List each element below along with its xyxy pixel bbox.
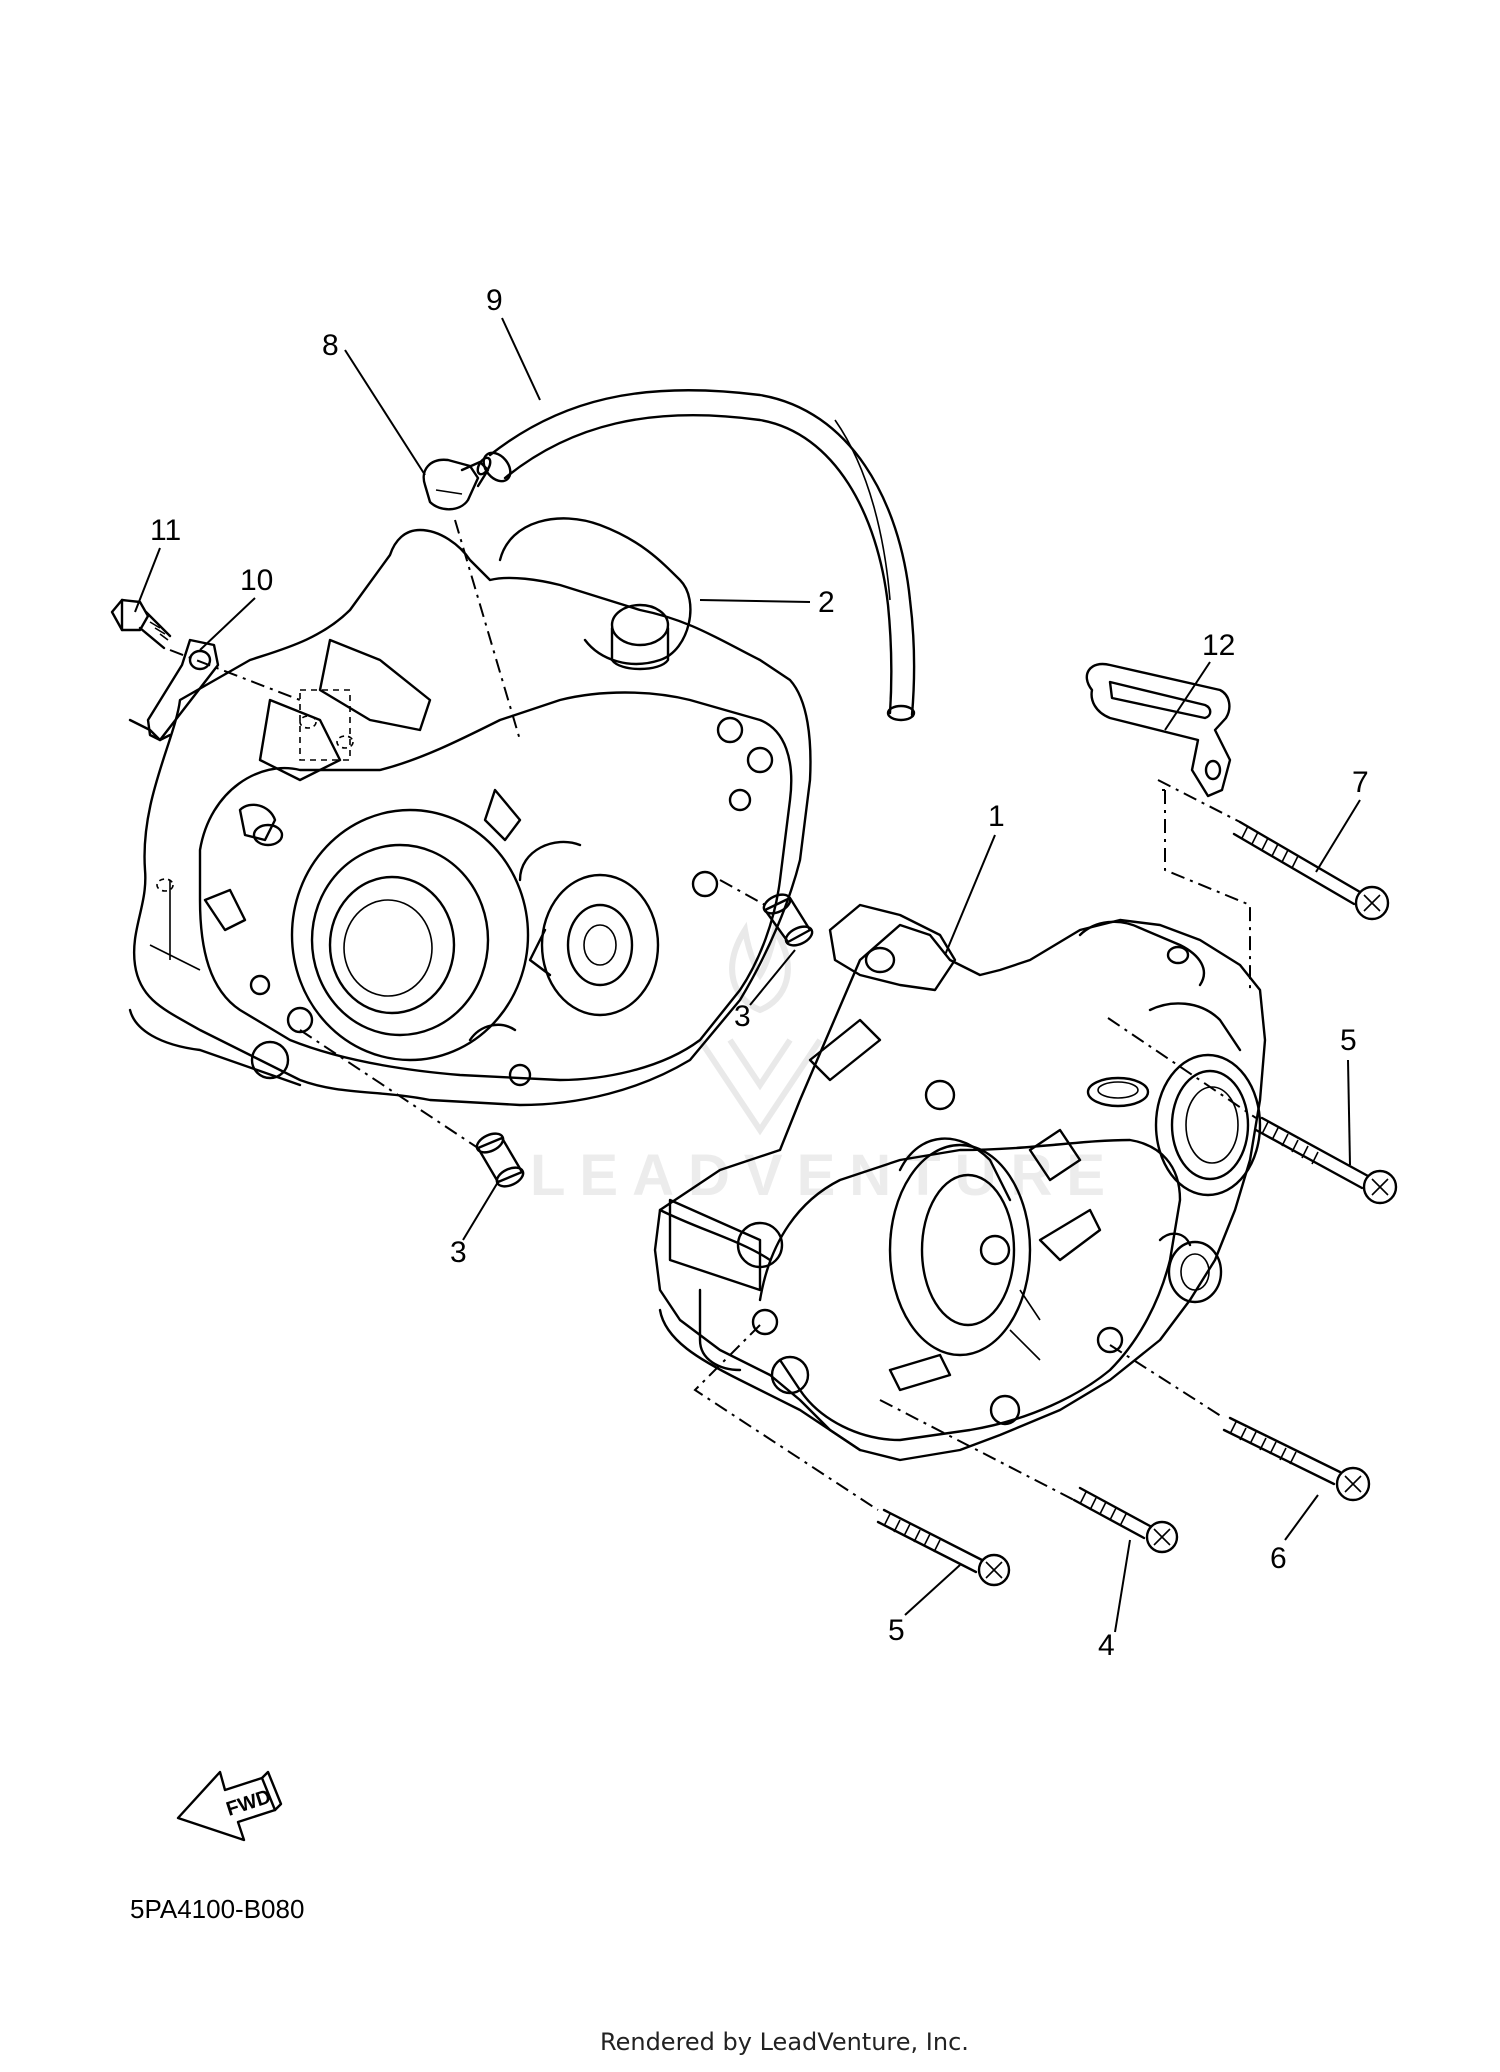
hose-clamp	[128, 638, 220, 742]
bolt-4	[1072, 1486, 1179, 1554]
callout-label: 3	[450, 1236, 467, 1269]
crankcase-right	[653, 903, 1267, 1462]
leader-lines	[134, 317, 1361, 1633]
fwd-arrow-icon: FWD	[176, 1770, 283, 1842]
part-code: 5PA4100-B080	[130, 1894, 304, 1924]
callout-label: 5	[888, 1614, 905, 1647]
callout-label: 4	[1098, 1629, 1115, 1662]
callout-label: 12	[1202, 629, 1235, 662]
fwd-label: FWD	[224, 1786, 274, 1821]
watermark: LEADVENTURE	[530, 921, 1105, 1208]
bolt-5-lower	[876, 1508, 1011, 1587]
callout-label: 5	[1340, 1024, 1357, 1057]
callout-label: 10	[240, 564, 273, 597]
crankcase-left	[128, 517, 812, 1107]
callout-label: 3	[734, 1000, 751, 1033]
callout-label: 8	[322, 329, 339, 362]
dowel-pin-lower	[475, 1132, 525, 1188]
bolt-7	[1232, 820, 1390, 921]
callout-label: 9	[486, 284, 503, 317]
callout-label: 11	[150, 514, 181, 547]
rendered-by-footer: Rendered by LeadVenture, Inc.	[600, 2028, 969, 2056]
flange-bolt	[110, 598, 172, 650]
dowel-pin-upper	[762, 893, 814, 947]
callout-label: 7	[1352, 766, 1369, 799]
hose-fitting	[422, 456, 492, 511]
breather-hose	[482, 388, 916, 722]
bolt-5-upper	[1254, 1116, 1398, 1205]
callout-label: 6	[1270, 1542, 1287, 1575]
callout-label: 1	[988, 800, 1005, 833]
assembly-lines	[169, 519, 1257, 1511]
callouts: 9 8 11 10 2 12 7 1 3 5 3 5 4 6	[150, 284, 1369, 1662]
callout-label: 2	[818, 586, 835, 619]
bolt-6	[1222, 1416, 1371, 1502]
cable-guide-bracket	[1085, 662, 1232, 798]
